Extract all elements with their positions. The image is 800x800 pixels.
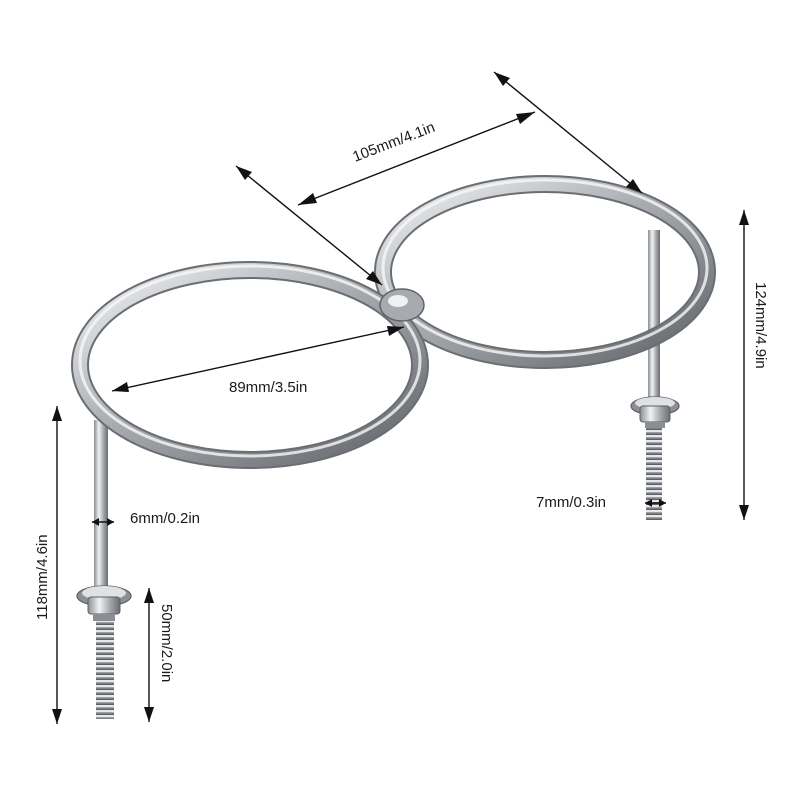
- right-post: [630, 230, 680, 520]
- dim-right-ring-depth: [493, 71, 643, 194]
- dim-right-height: 124mm/4.9in: [739, 210, 769, 520]
- dim-tube-diameter: 6mm/0.2in: [92, 510, 200, 527]
- label-tube-diameter: 6mm/0.2in: [130, 510, 200, 527]
- cup-holder: [71, 175, 716, 719]
- label-bolt-length: 50mm/2.0in: [158, 604, 175, 682]
- right-ring: [374, 175, 716, 369]
- right-bolt-thread: [646, 428, 662, 520]
- dim-left-height: 118mm/4.6in: [34, 406, 62, 724]
- label-ring-diameter: 89mm/3.5in: [229, 379, 307, 396]
- label-overall-width: 105mm/4.1in: [350, 119, 437, 166]
- label-left-height: 118mm/4.6in: [34, 534, 51, 620]
- dim-bolt-length: 50mm/2.0in: [144, 588, 175, 722]
- left-bolt-thread: [96, 621, 114, 719]
- label-bolt-diameter: 7mm/0.3in: [536, 494, 606, 511]
- dim-ring-diameter: 89mm/3.5in: [111, 326, 405, 396]
- label-right-height: 124mm/4.9in: [752, 282, 769, 369]
- left-post: [76, 420, 132, 719]
- dim-overall-length: [235, 165, 383, 286]
- left-ring: [71, 261, 429, 469]
- dim-bolt-diameter: 7mm/0.3in: [536, 494, 666, 511]
